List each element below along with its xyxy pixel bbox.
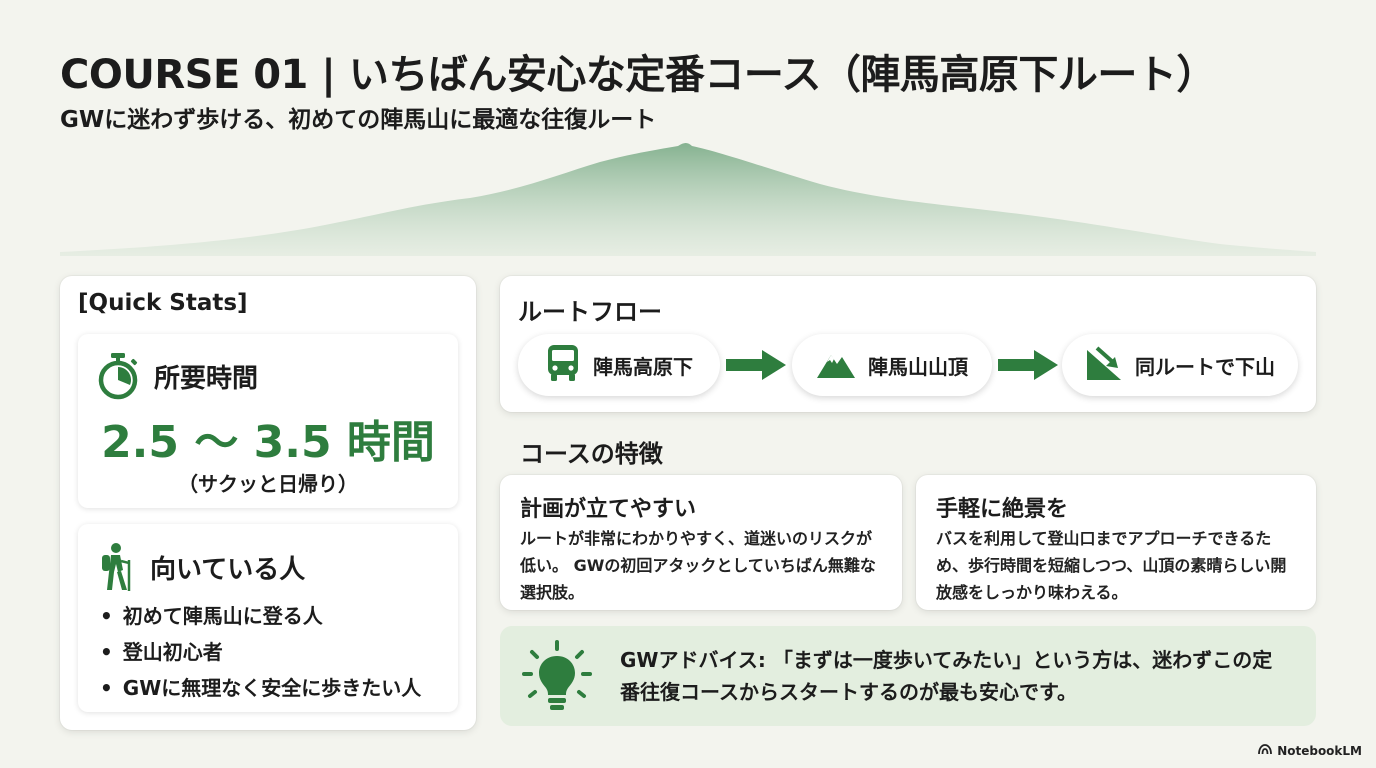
duration-card-header: 所要時間 (96, 352, 258, 400)
route-step-label: 同ルートで下山 (1135, 354, 1275, 379)
feature-body: バスを利用して登山口までアプローチできるため、歩行時間を短縮しつつ、山頂の素晴ら… (936, 529, 1287, 602)
features-heading: コースの特徴 (520, 440, 663, 468)
arrow-right-icon (726, 348, 786, 386)
list-item: 登山初心者 (100, 634, 421, 670)
feature-title: 手軽に絶景を (936, 497, 1069, 522)
audience-list: 初めて陣馬山に登る人 登山初心者 GWに無理なく安全に歩きたい人 (100, 598, 421, 706)
list-item: GWに無理なく安全に歩きたい人 (100, 670, 421, 706)
duration-card: 所要時間 2.5 〜 3.5 時間 （サクッと日帰り） (78, 334, 458, 508)
notebooklm-logo-icon (1258, 744, 1273, 758)
stopwatch-icon (96, 352, 140, 400)
mountain-icon (816, 347, 856, 384)
bus-icon (545, 344, 581, 387)
route-step-descent: 同ルートで下山 (1062, 334, 1298, 396)
audience-card-header: 向いている人 (96, 542, 305, 592)
page-title: COURSE 01 | いちばん安心な定番コース（陣馬高原下ルート） (60, 52, 1216, 98)
brand-label: NotebookLM (1277, 744, 1362, 758)
advice-banner: GWアドバイス: 「まずは一度歩いてみたい」という方は、迷わずこの定番往復コース… (500, 626, 1316, 726)
route-step-label: 陣馬山山頂 (868, 354, 968, 379)
lightbulb-icon (520, 640, 594, 718)
route-flow-panel: ルートフロー 陣馬高原下 (500, 276, 1316, 412)
feature-card-planning: 計画が立てやすい ルートが非常にわかりやすく、道迷いのリスクが低い。 GWの初回… (500, 475, 902, 610)
route-step-label: 陣馬高原下 (593, 354, 693, 379)
page-subtitle: GWに迷わず歩ける、初めての陣馬山に最適な往復ルート (60, 107, 657, 133)
route-step-start: 陣馬高原下 (518, 334, 720, 396)
mountain-silhouette (60, 143, 1316, 256)
audience-label: 向いている人 (150, 554, 306, 585)
descent-arrow-icon (1085, 344, 1123, 387)
quick-stats-panel: [Quick Stats] 所要時間 2.5 〜 3.5 時間 （サクッと日帰り… (60, 276, 476, 730)
hiker-icon (96, 542, 136, 592)
feature-card-scenery: 手軽に絶景を バスを利用して登山口までアプローチできるため、歩行時間を短縮しつつ… (916, 475, 1316, 610)
route-flow-heading: ルートフロー (518, 298, 662, 326)
notebooklm-brand: NotebookLM (1258, 744, 1362, 758)
duration-note: （サクッと日帰り） (178, 472, 358, 496)
duration-value: 2.5 〜 3.5 時間 (101, 417, 435, 468)
feature-body: ルートが非常にわかりやすく、道迷いのリスクが低い。 GWの初回アタックとしていち… (520, 529, 876, 602)
duration-label: 所要時間 (154, 363, 259, 394)
arrow-right-icon (998, 348, 1058, 386)
route-step-summit: 陣馬山山頂 (792, 334, 992, 396)
feature-title: 計画が立てやすい (520, 497, 697, 522)
advice-text: GWアドバイス: 「まずは一度歩いてみたい」という方は、迷わずこの定番往復コース… (620, 648, 1273, 704)
audience-card: 向いている人 初めて陣馬山に登る人 登山初心者 GWに無理なく安全に歩きたい人 (78, 524, 458, 712)
quick-stats-heading: [Quick Stats] (78, 290, 248, 316)
list-item: 初めて陣馬山に登る人 (100, 598, 421, 634)
